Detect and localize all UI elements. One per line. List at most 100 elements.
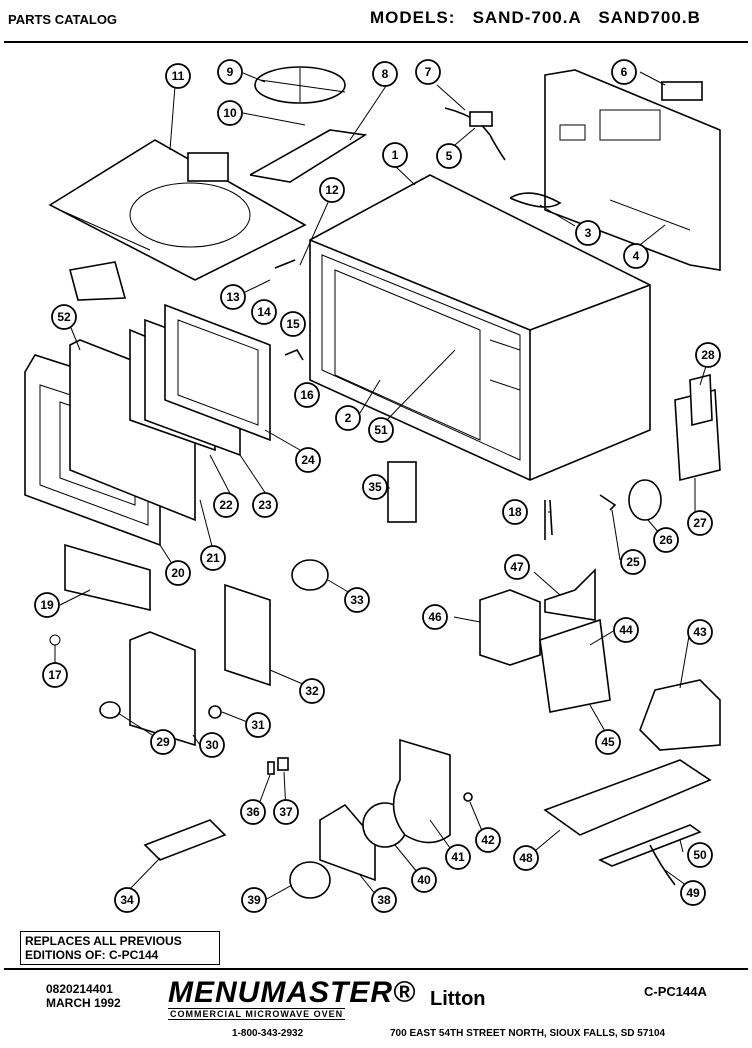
callout-label: 28: [701, 348, 715, 362]
touch-pad-part: [143, 819, 227, 861]
callout-circle: [51, 304, 77, 330]
callout-49: 49: [680, 880, 706, 906]
power-cord-part: [649, 844, 676, 886]
models-line: MODELS: SAND-700.A SAND700.B: [370, 8, 701, 28]
callout-52: 52: [51, 304, 77, 330]
callout-8: 8: [372, 61, 398, 87]
callout-circle: [217, 100, 243, 126]
callout-circle: [382, 142, 408, 168]
callout-14: 14: [251, 299, 277, 325]
callout-circle: [695, 342, 721, 368]
callout-15: 15: [280, 311, 306, 337]
callout-label: 10: [223, 106, 237, 120]
callout-label: 5: [446, 149, 453, 163]
callout-circle: [335, 405, 361, 431]
callout-19: 19: [34, 592, 60, 618]
blower-pin-part: [463, 792, 473, 802]
callout-label: 6: [621, 65, 628, 79]
interlock-switch-part: [274, 259, 296, 269]
callout-label: 40: [417, 873, 431, 887]
callout-circle: [436, 143, 462, 169]
capacitor-part: [628, 479, 662, 521]
fuse-part: [277, 757, 289, 771]
callout-circle: [415, 59, 441, 85]
callout-25: 25: [620, 549, 646, 575]
replaces-line-2: EDITIONS OF: C-PC144: [25, 948, 159, 962]
callout-label: 21: [206, 551, 220, 565]
callout-label: 26: [659, 533, 673, 547]
callout-18: 18: [502, 499, 528, 525]
callout-47: 47: [504, 554, 530, 580]
callout-16: 16: [294, 382, 320, 408]
callout-circle: [213, 492, 239, 518]
callout-label: 33: [350, 593, 364, 607]
callout-label: 1: [392, 148, 399, 162]
knob-part: [99, 701, 121, 719]
control-panel-part: [129, 631, 196, 747]
callout-label: 9: [227, 65, 234, 79]
back-panel-part: [544, 69, 721, 271]
callout-35: 35: [362, 474, 388, 500]
switch-bracket-part: [224, 583, 271, 687]
callout-circle: [252, 492, 278, 518]
callout-20: 20: [165, 560, 191, 586]
replaces-notice: REPLACES ALL PREVIOUS EDITIONS OF: C-PC1…: [20, 931, 220, 965]
callout-label: 14: [257, 305, 271, 319]
callout-circle: [611, 59, 637, 85]
callout-4: 4: [623, 243, 649, 269]
callout-label: 34: [120, 893, 134, 907]
callout-17: 17: [42, 662, 68, 688]
callout-1: 1: [382, 142, 408, 168]
callout-circle: [245, 712, 271, 738]
screw-part: [208, 705, 222, 719]
callout-circle: [165, 63, 191, 89]
transformer-part: [639, 679, 721, 751]
callout-circle: [280, 311, 306, 337]
callout-label: 24: [301, 453, 315, 467]
callout-label: 35: [368, 480, 382, 494]
callout-26: 26: [653, 527, 679, 553]
callout-6: 6: [611, 59, 637, 85]
fan-motor-part: [289, 861, 331, 899]
catalog-title: PARTS CATALOG: [8, 12, 118, 27]
callout-44: 44: [613, 617, 639, 643]
phone-number: 1-800-343-2932: [232, 1028, 304, 1039]
lamp-wire-part: [444, 107, 506, 161]
callout-label: 18: [508, 505, 522, 519]
callout-11: 11: [165, 63, 191, 89]
latch-bracket-part: [64, 543, 151, 612]
callout-circle: [299, 678, 325, 704]
catalog-number: C-PC144A: [644, 984, 707, 999]
callout-circle: [34, 592, 60, 618]
fuse-part-18: [549, 499, 553, 536]
callout-circle: [42, 662, 68, 688]
callout-circle: [199, 732, 225, 758]
callout-label: 12: [325, 183, 339, 197]
callout-circle: [687, 510, 713, 536]
callout-40: 40: [411, 867, 437, 893]
blower-housing-part: [392, 738, 451, 844]
callout-30: 30: [199, 732, 225, 758]
company-address: 700 EAST 54TH STREET NORTH, SIOUX FALLS,…: [390, 1028, 666, 1039]
callout-circle: [687, 619, 713, 645]
callout-label: 37: [279, 805, 293, 819]
callout-10: 10: [217, 100, 243, 126]
company-name: Litton: [430, 988, 486, 1010]
left-bracket-part: [69, 261, 127, 301]
diode-part: [267, 761, 275, 775]
callout-circle: [372, 61, 398, 87]
thermal-cutout-part: [599, 494, 617, 511]
spring-part: [49, 634, 61, 646]
callout-label: 43: [693, 625, 707, 639]
callout-circle: [595, 729, 621, 755]
callout-label: 16: [300, 388, 314, 402]
catalog-date: MARCH 1992: [46, 996, 121, 1010]
callout-circle: [513, 845, 539, 871]
callout-33: 33: [344, 587, 370, 613]
callout-label: 30: [205, 738, 219, 752]
callout-41: 41: [445, 844, 471, 870]
filter-cover-part: [689, 373, 713, 427]
callout-circle: [165, 560, 191, 586]
